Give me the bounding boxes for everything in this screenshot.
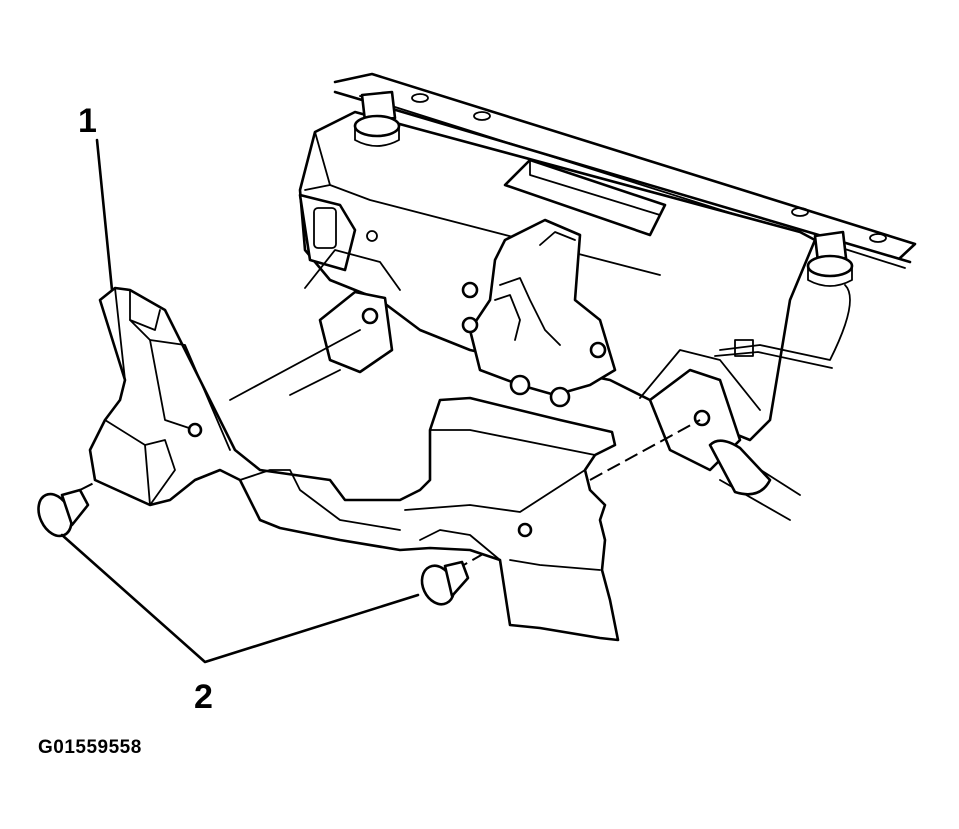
hood-latch [461,218,617,408]
retainer-right [420,560,470,606]
figure-id: G01559558 [38,737,142,758]
retainer-left [37,488,90,538]
callout-2-label: 2 [194,678,213,716]
radiator-support-assembly [298,72,917,472]
callout-1-label: 1 [78,102,97,140]
latch-shield [88,138,620,642]
push-in-retainers [37,488,470,664]
